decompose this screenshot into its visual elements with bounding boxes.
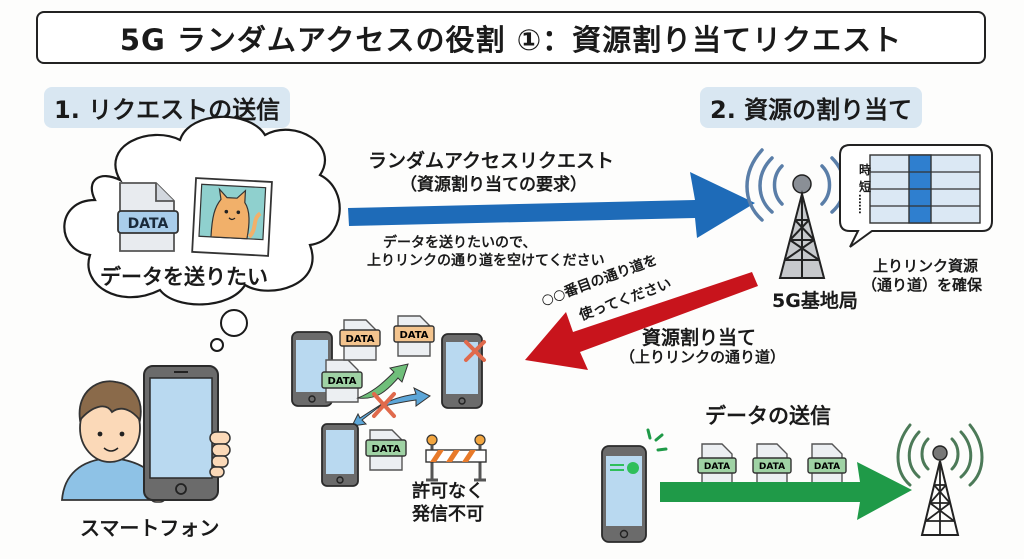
blocked-phone-icon [441, 333, 486, 409]
step2-label: 2. 資源の割り当て [700, 87, 923, 128]
title-box: 5G ランダムアクセスの役割 ①：資源割り当てリクエスト [36, 11, 986, 64]
idle-phone-icon [321, 423, 359, 487]
svg-text:DATA: DATA [814, 462, 840, 472]
data-file-icon: DATA [117, 182, 179, 252]
transfer-doc-3: DATA [807, 443, 847, 485]
svg-text:DATA: DATA [327, 376, 356, 387]
barrier-icon [425, 434, 487, 482]
blue-arrow-icon [377, 387, 431, 409]
svg-text:DATA: DATA [371, 444, 400, 455]
resource-caption-line1: 上りリンク資源 [873, 257, 979, 275]
receiving-tower-icon [896, 423, 984, 536]
svg-text:DATA: DATA [399, 330, 428, 341]
collision-caption-line2: 発信不可 [412, 504, 484, 525]
doc-green-1: DATA [321, 359, 363, 403]
doc-orange-2: DATA [393, 315, 435, 357]
grid-axis-time: 時 [859, 163, 872, 177]
cat-photo-icon [191, 177, 273, 257]
request-note-line1: データを送りたいので、 [383, 235, 537, 251]
resource-caption-line2: （通り道）を確保 [862, 276, 983, 294]
transfer-doc-1: DATA [697, 443, 737, 485]
grid-axis-short: 短 [859, 180, 872, 194]
hand-icon [209, 431, 231, 478]
resource-speech-bubble [839, 144, 993, 248]
device-label: スマートフォン [80, 516, 220, 540]
signal-lines-icon [646, 428, 668, 452]
doc-orange-1: DATA [339, 319, 381, 361]
svg-text:DATA: DATA [345, 334, 374, 345]
thought-dot-small [210, 338, 224, 352]
grid-axis-dots: …… [856, 194, 867, 214]
thought-text: データを送りたい [100, 265, 268, 289]
transfer-doc-2: DATA [752, 443, 792, 485]
page-title: 5G ランダムアクセスの役割 ①：資源割り当てリクエスト [119, 22, 903, 57]
doc-green-2: DATA [365, 429, 407, 471]
sending-phone-icon [601, 428, 668, 543]
request-note-line2: 上りリンクの通り道を空けてください [367, 253, 605, 269]
request-arrow-title: ランダムアクセスリクエスト [368, 150, 615, 172]
allocation-arrow-title: 資源割り当て [642, 327, 757, 349]
collision-x-icon [372, 392, 396, 418]
svg-text:DATA: DATA [704, 462, 730, 472]
allocation-arrow-subtitle: （上りリンクの通り道） [620, 348, 786, 366]
svg-text:DATA: DATA [759, 462, 785, 472]
thought-dot-large [220, 309, 248, 337]
base-station-label: 5G基地局 [772, 290, 858, 312]
person-hair [78, 380, 142, 423]
smartphone-icon [143, 365, 219, 501]
collision-scene-icons: DATA DATA DATA DATA [321, 315, 487, 487]
doc-label: DATA [128, 216, 169, 232]
collision-caption-line1: 許可なく [412, 481, 484, 502]
data-transfer-label: データの送信 [705, 404, 831, 428]
data-transfer-docs: DATA DATA DATA [697, 443, 847, 485]
request-arrow-subtitle: （資源割り当ての要求） [400, 175, 587, 195]
